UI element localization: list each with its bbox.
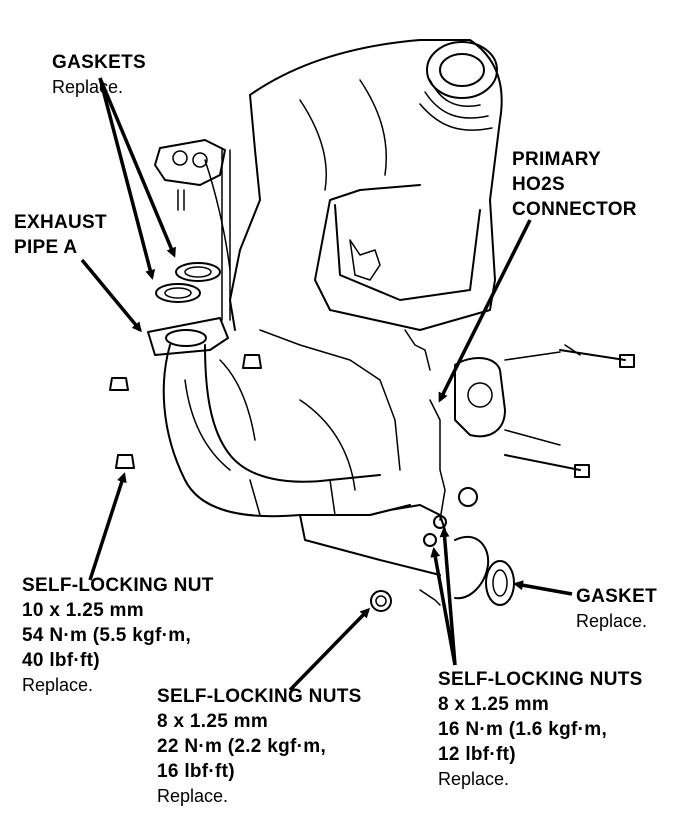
label-gaskets: GASKETS Replace.	[52, 50, 146, 100]
label-nuts-8-right: SELF-LOCKING NUTS 8 x 1.25 mm 16 N·m (1.…	[438, 667, 643, 792]
nuts8l-torque2: 16 lbf·ft)	[157, 761, 235, 782]
gasket-right-title: GASKET	[576, 586, 657, 607]
nut-bottom	[370, 590, 392, 612]
nut10-size: 10 x 1.25 mm	[22, 600, 144, 621]
gaskets-title: GASKETS	[52, 52, 146, 73]
exhaust-line2: PIPE A	[14, 237, 78, 258]
exhaust-line1: EXHAUST	[14, 212, 107, 233]
exhaust-pipe-a	[147, 317, 446, 576]
gasket-right-note: Replace.	[576, 611, 648, 631]
nuts8l-title: SELF-LOCKING NUTS	[157, 686, 362, 707]
nuts8r-size: 8 x 1.25 mm	[438, 694, 550, 715]
leader-arrows	[80, 77, 573, 692]
nuts8r-note: Replace.	[438, 769, 510, 789]
label-nuts-8-left: SELF-LOCKING NUTS 8 x 1.25 mm 22 N·m (2.…	[157, 684, 362, 809]
intake-boot	[419, 41, 498, 131]
ho2s-flange	[429, 351, 561, 521]
label-gasket-right: GASKET Replace.	[576, 584, 657, 634]
nut10-torque1: 54 N·m (5.5 kgf·m,	[22, 625, 192, 646]
nut-mid	[242, 354, 262, 369]
nuts8l-size: 8 x 1.25 mm	[157, 711, 269, 732]
ho2s-line1: PRIMARY	[512, 149, 602, 170]
nut-left-upper	[109, 377, 129, 391]
label-exhaust-pipe: EXHAUST PIPE A	[14, 210, 107, 260]
nut10-torque2: 40 lbf·ft)	[22, 650, 100, 671]
nuts8l-note: Replace.	[157, 786, 229, 806]
label-nut-10: SELF-LOCKING NUT 10 x 1.25 mm 54 N·m (5.…	[22, 573, 214, 698]
gaskets-note: Replace.	[52, 77, 124, 97]
nuts8r-torque1: 16 N·m (1.6 kgf·m,	[438, 719, 608, 740]
label-ho2s: PRIMARY HO2S CONNECTOR	[512, 147, 637, 222]
nut10-title: SELF-LOCKING NUT	[22, 575, 214, 596]
rear-flange	[419, 535, 515, 606]
gasket-pair	[155, 262, 221, 303]
ho2s-line3: CONNECTOR	[512, 199, 637, 220]
nuts8r-torque2: 12 lbf·ft)	[438, 744, 516, 765]
bolts-right	[504, 344, 635, 478]
manifold-flange	[154, 139, 231, 321]
nut-right-upper	[458, 487, 478, 507]
ho2s-line2: HO2S	[512, 174, 565, 195]
nuts8l-torque1: 22 N·m (2.2 kgf·m,	[157, 736, 327, 757]
nut-left-lower	[115, 454, 135, 469]
nut10-note: Replace.	[22, 675, 94, 695]
nuts8r-title: SELF-LOCKING NUTS	[438, 669, 643, 690]
